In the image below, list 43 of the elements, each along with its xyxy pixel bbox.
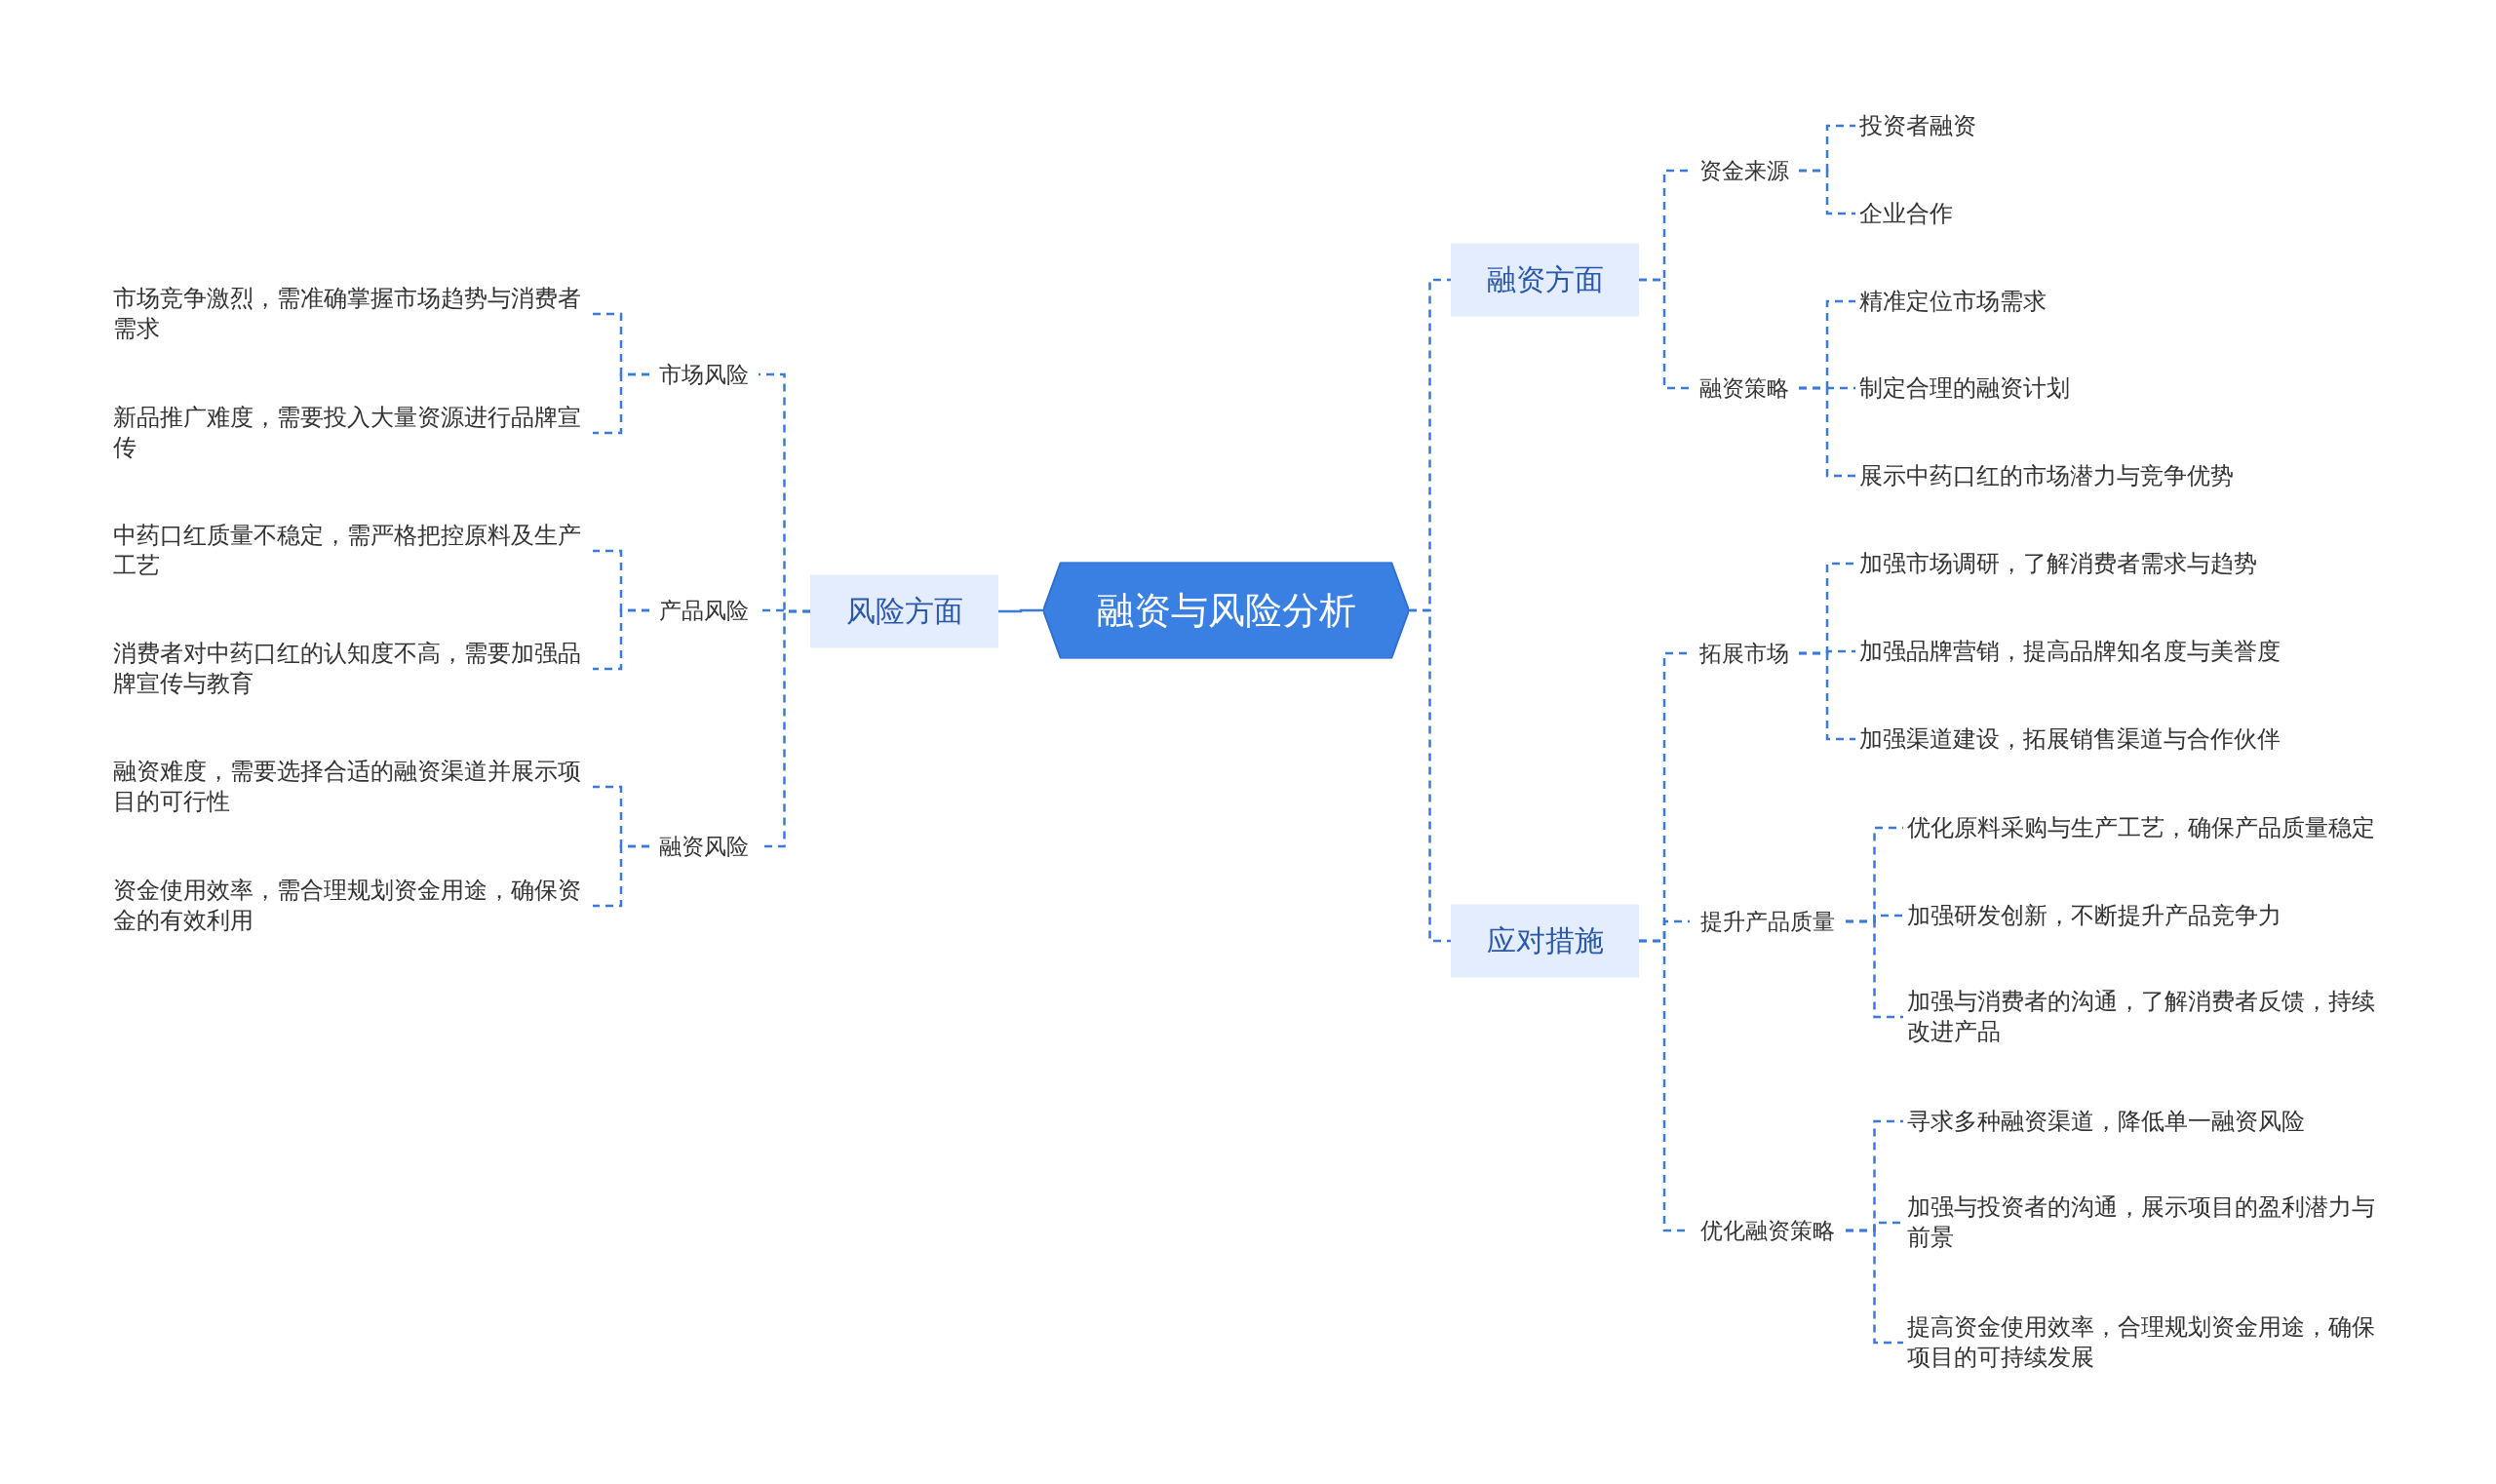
detail-text: 精准定位市场需求 xyxy=(1855,286,2339,317)
subtopic-text: 拓展市场 xyxy=(1690,634,1799,673)
connector xyxy=(1799,651,1855,741)
connector xyxy=(1846,919,1903,1019)
detail-text: 加强研发创新，不断提升产品竞争力 xyxy=(1903,900,2387,931)
central-topic: 融资与风险分析 xyxy=(1043,562,1409,659)
subtopic-text: 产品风险 xyxy=(649,591,759,630)
connector xyxy=(1799,386,1855,478)
subtopic-text: 融资风险 xyxy=(649,827,759,866)
detail-text: 展示中药口红的市场潜力与竞争优势 xyxy=(1855,460,2339,491)
connector xyxy=(1639,278,1690,390)
detail-text: 消费者对中药口红的认知度不高，需要加强品牌宣传与教育 xyxy=(109,639,593,699)
detail-text: 制定合理的融资计划 xyxy=(1855,372,2339,404)
detail-text: 融资难度，需要选择合适的融资渠道并展示项目的可行性 xyxy=(109,757,593,817)
subtopic-text: 融资策略 xyxy=(1690,369,1799,408)
subtopic-text: 资金来源 xyxy=(1690,151,1799,190)
detail-text: 新品推广难度，需要投入大量资源进行品牌宣传 xyxy=(109,403,593,463)
connector xyxy=(1409,608,1451,943)
detail-text: 提高资金使用效率，合理规划资金用途，确保项目的可持续发展 xyxy=(1903,1312,2387,1373)
detail-text: 加强品牌营销，提高品牌知名度与美誉度 xyxy=(1855,636,2339,667)
main-topic: 应对措施 xyxy=(1451,904,1639,978)
detail-text: 投资者融资 xyxy=(1855,110,2339,141)
subtopic-text: 提升产品质量 xyxy=(1690,902,1846,941)
connector xyxy=(593,372,649,435)
detail-text: 加强市场调研，了解消费者需求与趋势 xyxy=(1855,548,2339,579)
connector xyxy=(593,608,649,671)
detail-text: 加强与投资者的沟通，展示项目的盈利潜力与前景 xyxy=(1903,1192,2387,1253)
connector xyxy=(998,608,1043,613)
detail-text: 企业合作 xyxy=(1855,198,2339,229)
detail-text: 寻求多种融资渠道，降低单一融资风险 xyxy=(1903,1106,2387,1137)
connector xyxy=(1799,169,1855,215)
detail-text: 市场竞争激烈，需准确掌握市场趋势与消费者需求 xyxy=(109,284,593,344)
connector xyxy=(593,844,649,908)
detail-text: 加强渠道建设，拓展销售渠道与合作伙伴 xyxy=(1855,723,2339,755)
subtopic-text: 市场风险 xyxy=(649,355,759,394)
main-topic: 风险方面 xyxy=(810,574,998,648)
detail-text: 资金使用效率，需合理规划资金用途，确保资金的有效利用 xyxy=(109,876,593,936)
detail-text: 加强与消费者的沟通，了解消费者反馈，持续改进产品 xyxy=(1903,987,2387,1047)
subtopic-text: 优化融资策略 xyxy=(1690,1211,1846,1250)
detail-text: 优化原料采购与生产工艺，确保产品质量稳定 xyxy=(1903,812,2387,843)
detail-text: 中药口红质量不稳定，需严格把控原料及生产工艺 xyxy=(109,521,593,581)
main-topic: 融资方面 xyxy=(1451,243,1639,317)
connector xyxy=(1846,1229,1903,1345)
